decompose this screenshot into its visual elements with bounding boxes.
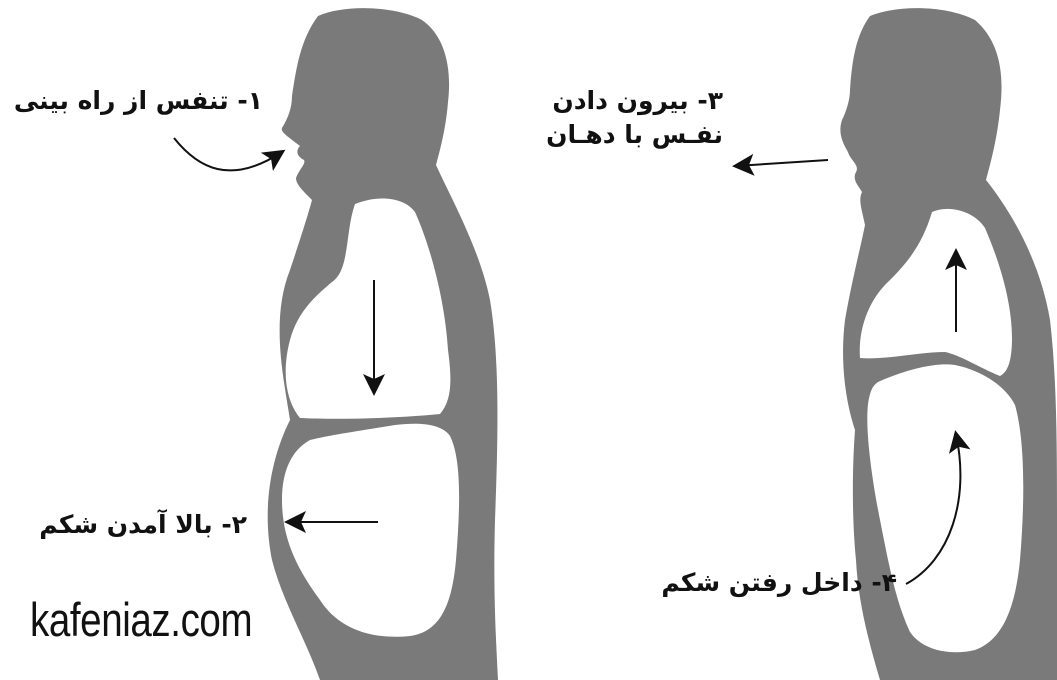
step3-label-line1: ۳- بیرون دادن bbox=[546, 84, 723, 118]
step2-label: ۲- بالا آمدن شکم bbox=[39, 508, 247, 542]
step1-label: ۱- تنفس از راه بینی bbox=[14, 84, 263, 118]
watermark: kafeniaz.com bbox=[30, 592, 252, 647]
right-mouth-out-arrow bbox=[736, 160, 828, 166]
step4-label: ۴- داخل رفتن شکم bbox=[661, 566, 897, 600]
step3-label-line2: نفـس با دهـان bbox=[546, 118, 723, 152]
step3-label: ۳- بیرون دادن نفـس با دهـان bbox=[546, 84, 723, 152]
left-nose-arrow bbox=[174, 138, 282, 170]
